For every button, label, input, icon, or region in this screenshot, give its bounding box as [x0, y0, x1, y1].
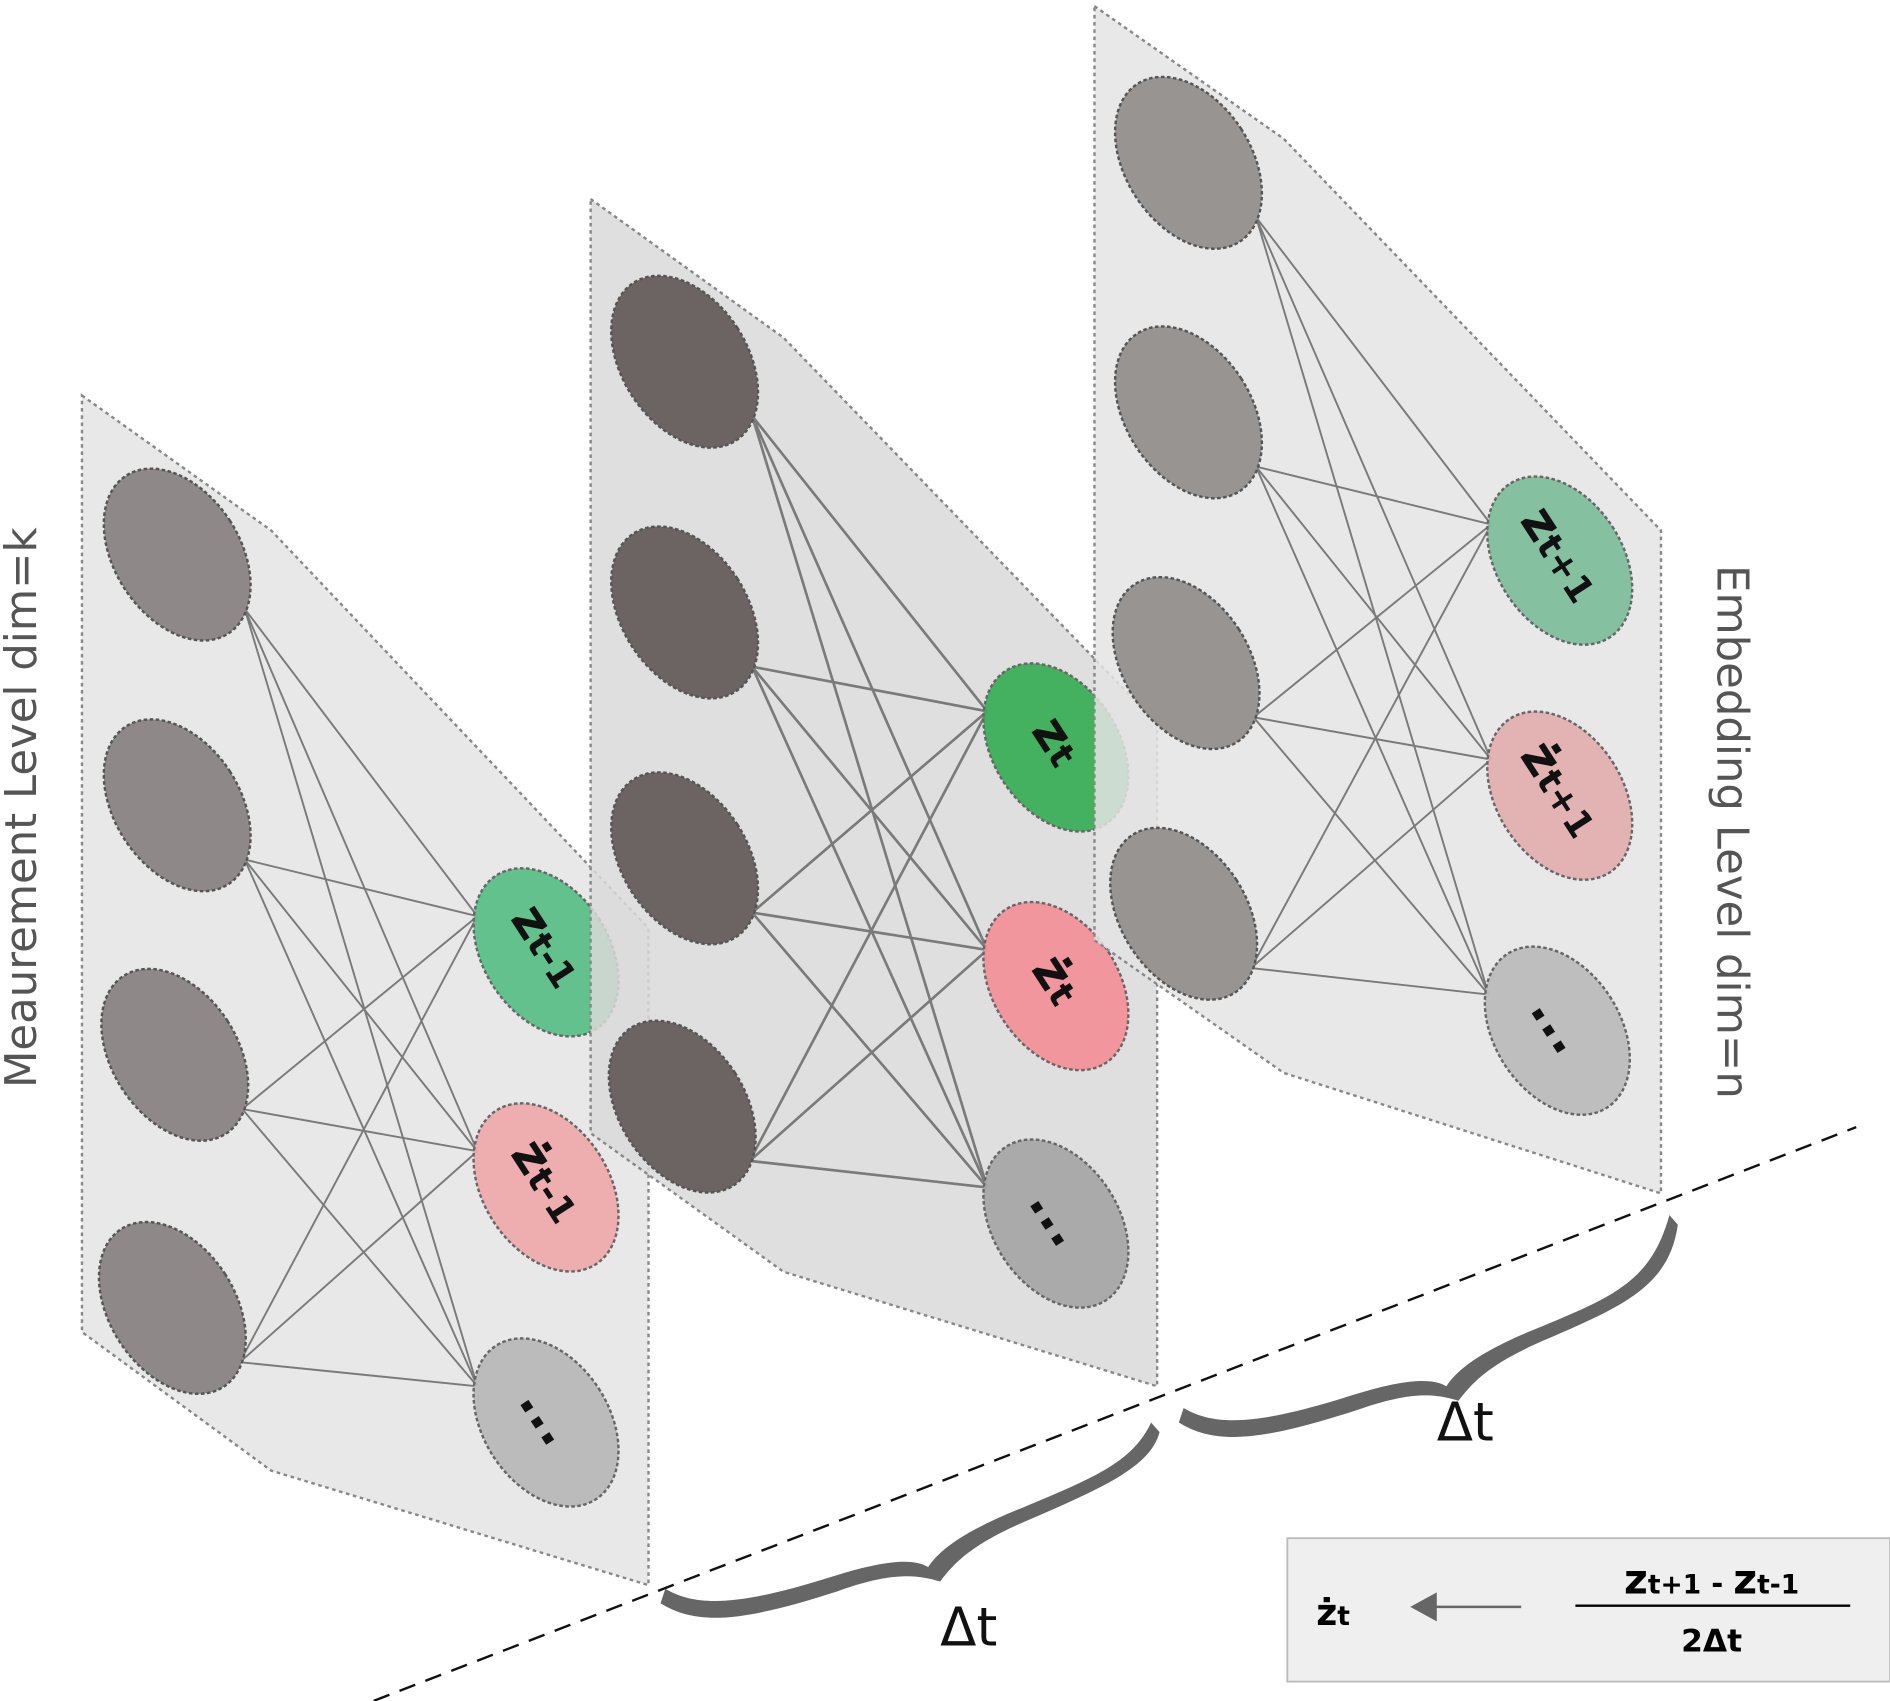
connection-edge — [239, 915, 479, 1363]
connection-edge — [1253, 716, 1492, 761]
interval-brace-1 — [660, 1422, 1160, 1618]
connection-edge — [241, 1108, 479, 1387]
input-node-1 — [610, 274, 760, 449]
connection-edge — [1255, 466, 1490, 995]
input-node-4 — [607, 1019, 757, 1194]
connection-edge — [1250, 523, 1492, 969]
input-node-2 — [1113, 325, 1264, 500]
connection-edge — [1255, 216, 1492, 526]
connection-edge — [1255, 465, 1492, 526]
input-node-4 — [1109, 826, 1259, 1001]
network-panel-2: ztżt... — [589, 196, 1159, 1388]
embedding-node-2 — [472, 1102, 620, 1273]
formula-lhs: żt — [1316, 1591, 1350, 1634]
connection-edge — [243, 608, 479, 1387]
connection-edge — [1255, 216, 1492, 760]
connection-edge — [751, 665, 988, 713]
connection-edge — [751, 415, 989, 713]
connection-edge — [751, 710, 989, 914]
input-node-2 — [102, 718, 252, 893]
embedding-node-1 — [1486, 475, 1634, 646]
connection-edge — [750, 666, 989, 1188]
input-node-4 — [97, 1220, 247, 1396]
connection-edge — [243, 859, 479, 1387]
connection-edge — [1252, 716, 1490, 996]
interval-brace-2 — [1178, 1215, 1678, 1437]
network-panel-1: zt-1żt-1... — [80, 393, 650, 1587]
embedding-node-3 — [1483, 945, 1632, 1116]
embedding-node-2 — [982, 900, 1130, 1072]
connection-edge — [1251, 967, 1489, 996]
connection-edge — [243, 608, 479, 917]
connection-edge — [748, 710, 989, 1162]
connection-edge — [241, 915, 478, 1110]
embedding-level-label: Embedding Level dim=n — [1707, 565, 1757, 1099]
formula-numerator: zt+1 - zt-1 — [1624, 1556, 1799, 1604]
connection-edge — [239, 1361, 478, 1388]
arrow-left-icon — [1410, 1592, 1437, 1622]
network-panels: zt-1żt-1...ztżt...zt+1żt+1... — [80, 3, 1663, 1587]
formula-box: żt zt+1 - zt-1 2Δt — [1286, 1537, 1890, 1683]
connection-edge — [748, 948, 989, 1162]
embedding-node-2 — [1486, 710, 1634, 881]
connection-edge — [244, 858, 478, 918]
interval-label-1: Δt — [940, 1596, 997, 1658]
interval-label-2: Δt — [1437, 1392, 1494, 1454]
input-node-3 — [100, 967, 250, 1142]
input-node-3 — [610, 771, 760, 946]
connection-edge — [1252, 523, 1492, 719]
input-node-3 — [1111, 575, 1261, 751]
embedding-node-label: zt — [1020, 705, 1095, 776]
connection-edge — [750, 415, 989, 951]
connection-edge — [1250, 758, 1492, 969]
measurement-level-label: Meaurement Level dim=k — [0, 527, 47, 1088]
input-node-2 — [610, 525, 760, 700]
connection-edge — [751, 665, 989, 951]
connection-edge — [239, 1150, 478, 1363]
embedding-node-3 — [472, 1337, 620, 1508]
formula-denominator: 2Δt — [1681, 1623, 1742, 1659]
time-axis-dashed-line — [373, 1126, 1857, 1701]
connections — [1250, 216, 1492, 996]
embedding-node-3 — [982, 1138, 1130, 1309]
network-panel-3: zt+1żt+1... — [1093, 3, 1663, 1196]
input-node-1 — [1113, 75, 1264, 250]
connections — [239, 608, 479, 1388]
input-node-1 — [102, 467, 252, 642]
connection-edge — [242, 1108, 478, 1153]
connection-edge — [243, 608, 479, 1152]
formula-box-background — [1286, 1537, 1890, 1683]
connection-edge — [751, 911, 989, 1189]
connection-edge — [1255, 465, 1492, 761]
connection-edge — [1255, 216, 1490, 995]
connections — [748, 415, 989, 1189]
connection-edge — [750, 415, 989, 1188]
connection-edge — [243, 858, 479, 1152]
connection-edge — [749, 1159, 988, 1189]
